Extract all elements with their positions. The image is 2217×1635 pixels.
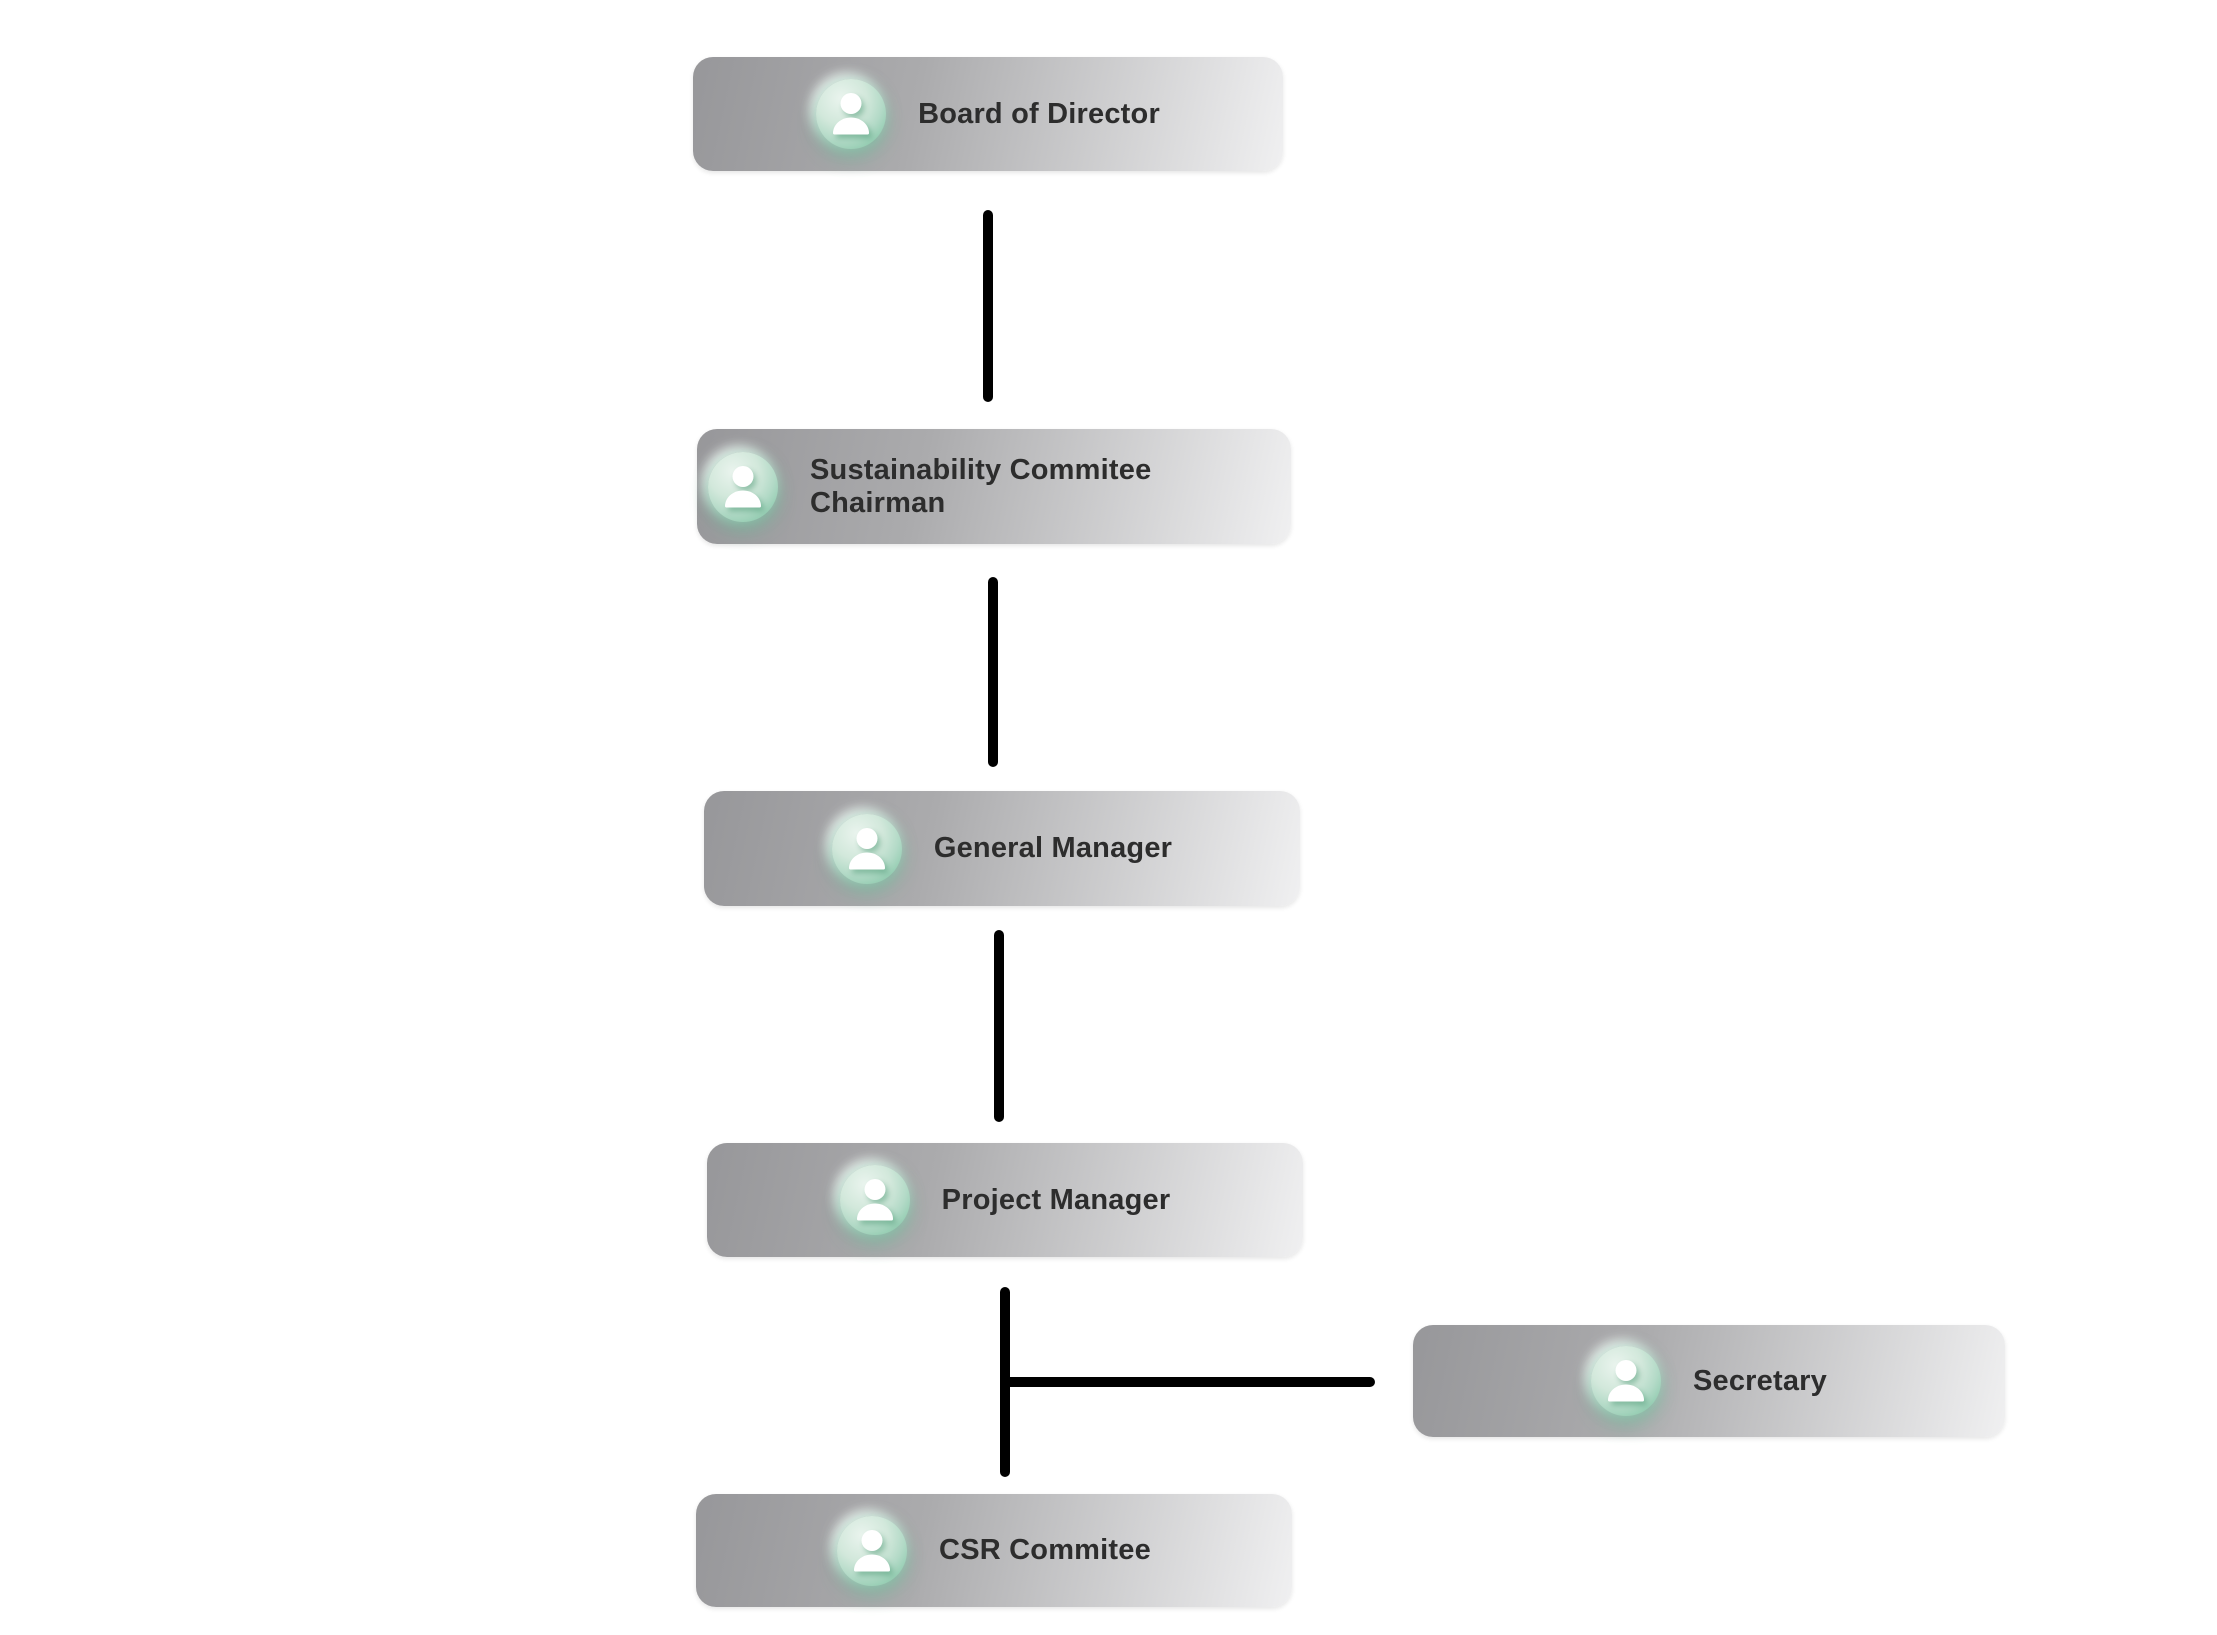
node-csr-commitee: CSR Commitee: [696, 1494, 1292, 1607]
connector-board-to-chairman: [983, 210, 993, 402]
node-project-manager: Project Manager: [707, 1143, 1303, 1257]
person-icon: [839, 1165, 910, 1235]
person-icon: [816, 79, 887, 149]
person-icon: [831, 813, 902, 884]
node-label: CSR Commitee: [939, 1534, 1151, 1567]
node-label: Sustainability Commitee Chairman: [810, 454, 1152, 519]
node-sustainability-commitee-chairman: Sustainability Commitee Chairman: [697, 429, 1291, 544]
person-icon: [837, 1515, 908, 1586]
node-label: Secretary: [1692, 1364, 1827, 1397]
node-label: General Manager: [933, 832, 1173, 865]
person-icon: [1590, 1346, 1661, 1416]
person-icon: [708, 451, 778, 522]
node-general-manager: General Manager: [704, 791, 1300, 906]
connector-general-manager-to-project-manager: [994, 930, 1004, 1122]
node-label: Project Manager: [941, 1183, 1171, 1216]
connector-chairman-to-general-manager: [988, 577, 998, 767]
connector-project-manager-to-secretary: [1005, 1377, 1375, 1387]
node-board-of-director: Board of Director: [693, 57, 1283, 171]
node-label: Board of Director: [918, 97, 1160, 130]
node-secretary: Secretary: [1413, 1325, 2005, 1437]
